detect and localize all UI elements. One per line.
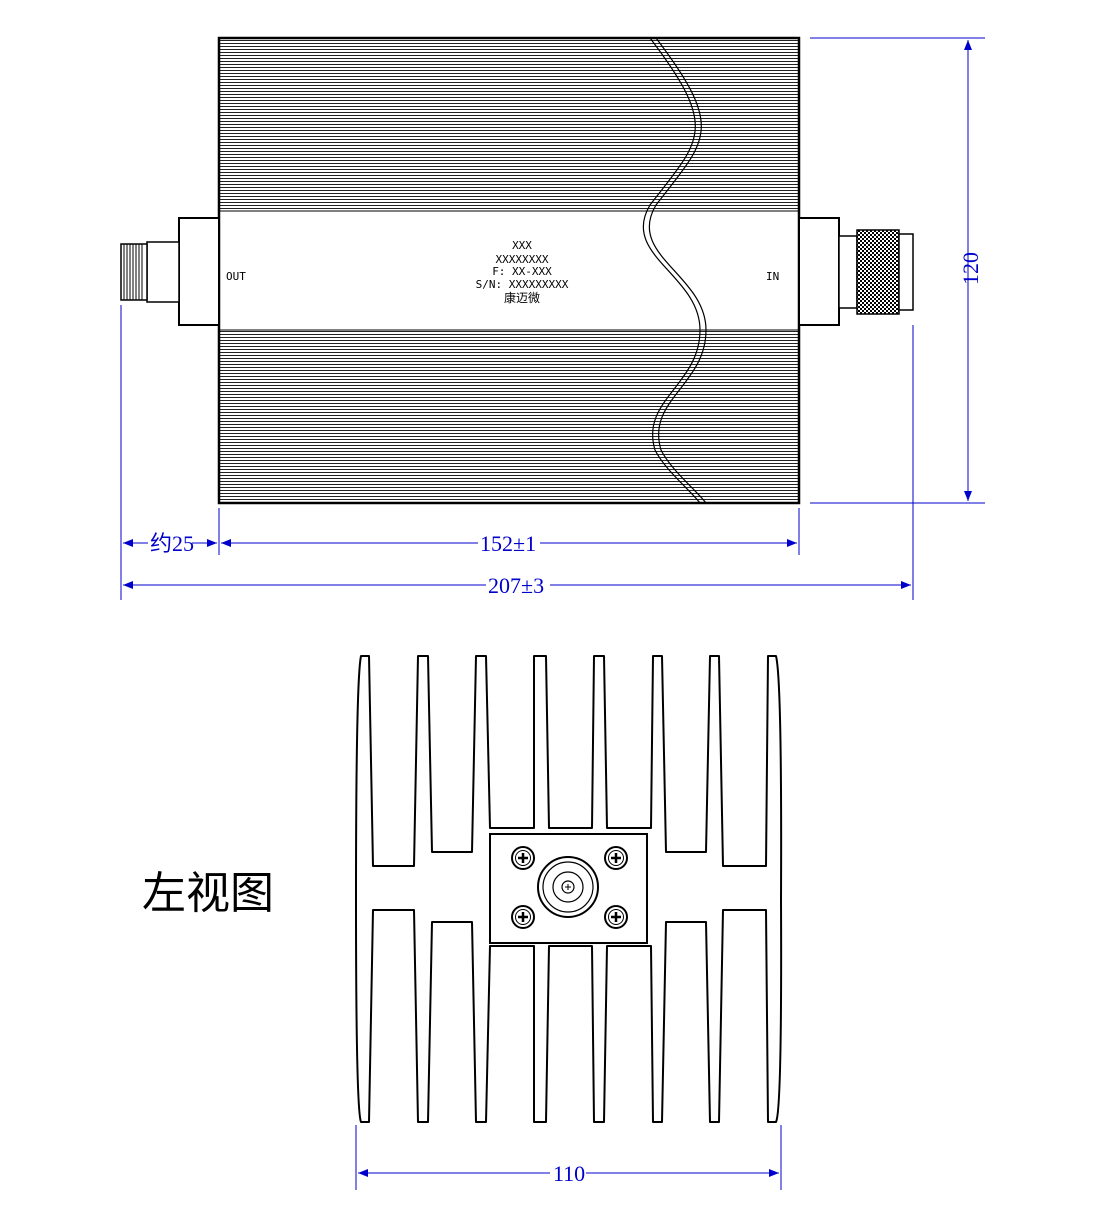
in-connector-knurled-nut bbox=[856, 229, 900, 315]
screw-icon bbox=[604, 846, 628, 870]
break-line bbox=[642, 37, 701, 504]
side-view-title: 左视图 bbox=[142, 868, 274, 919]
screw-icon bbox=[511, 846, 535, 870]
housing-lower-fins bbox=[219, 330, 799, 503]
out-connector-body bbox=[146, 241, 180, 303]
dim-body-length: 152±1 bbox=[480, 531, 536, 556]
screw-icon bbox=[604, 905, 628, 929]
in-connector-tip bbox=[898, 233, 914, 311]
coax-connector-icon bbox=[537, 856, 599, 918]
nameplate-line-4: S/N: XXXXXXXXX bbox=[476, 278, 569, 291]
in-connector-body bbox=[838, 235, 858, 309]
attenuator-top-view: OUT IN XXX XXXXXXXX F: XX-XXX S/N: XXXXX… bbox=[120, 36, 914, 505]
nameplate-line-2: XXXXXXXX bbox=[496, 253, 549, 266]
nameplate-brand: 康迈微 bbox=[504, 290, 540, 305]
port-out-label: OUT bbox=[226, 270, 246, 283]
housing-upper-fins bbox=[219, 38, 799, 211]
dim-overall-length: 207±3 bbox=[488, 573, 544, 598]
nameplate-line-1: XXX bbox=[512, 239, 532, 252]
dim-heatsink-width: 110 bbox=[553, 1161, 585, 1186]
in-connector-flange bbox=[798, 217, 840, 326]
heatsink-side-view bbox=[355, 655, 783, 1123]
port-in-label: IN bbox=[766, 270, 779, 283]
dim-height: 120 bbox=[958, 252, 983, 285]
nameplate-line-3: F: XX-XXX bbox=[492, 265, 552, 278]
out-connector-flange bbox=[178, 217, 220, 326]
out-connector-thread bbox=[120, 243, 148, 301]
dim-connector-length: 约25 bbox=[150, 531, 194, 556]
screw-icon bbox=[511, 905, 535, 929]
